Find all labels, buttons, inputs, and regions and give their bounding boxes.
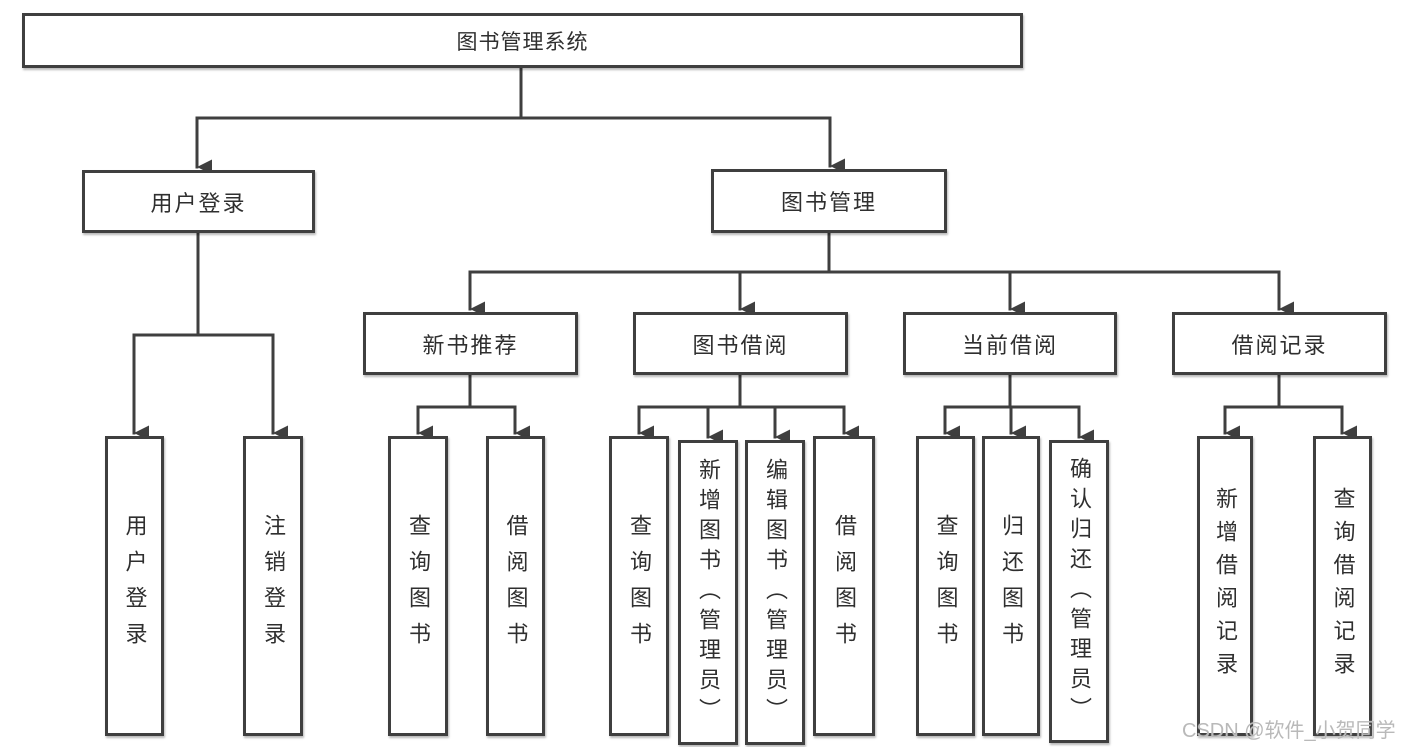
node-label: 查询图书: [627, 514, 652, 658]
node-label: 新增借阅记录: [1213, 487, 1238, 685]
node-label: 查询借阅记录: [1330, 487, 1356, 685]
node-query-books-current: 查询图书: [916, 436, 975, 736]
node-logout: 注销登录: [243, 436, 303, 736]
node-add-book-admin: 新增图书（管理员）: [678, 440, 738, 745]
node-borrow-books-leaf: 借阅图书: [813, 436, 875, 736]
node-edit-book-admin: 编辑图书（管理员）: [745, 440, 805, 745]
node-label: 图书管理系统: [456, 30, 589, 54]
node-label: 用户登录: [122, 514, 148, 658]
node-query-borrow-record: 查询借阅记录: [1313, 436, 1372, 736]
node-label: 当前借阅: [961, 332, 1058, 358]
node-label: 图书借阅: [692, 332, 789, 358]
node-label: 查询图书: [933, 514, 959, 658]
node-query-books-borrowing: 查询图书: [609, 436, 669, 736]
node-label: 借阅图书: [503, 514, 529, 658]
node-label: 借阅记录: [1231, 332, 1328, 358]
node-label: 查询图书: [406, 514, 431, 658]
node-label: 编辑图书（管理员）: [763, 457, 788, 728]
node-add-borrow-record: 新增借阅记录: [1197, 436, 1253, 736]
node-confirm-return-admin: 确认归还（管理员）: [1049, 440, 1109, 743]
node-label: 借阅图书: [832, 514, 857, 658]
node-label: 新书推荐: [422, 332, 519, 358]
node-label: 图书管理: [780, 190, 877, 215]
node-book-management: 图书管理: [711, 169, 947, 233]
node-user-login: 用户登录: [82, 170, 315, 233]
node-return-books: 归还图书: [982, 436, 1040, 736]
node-label: 注销登录: [261, 514, 286, 658]
node-label: 用户登录: [150, 190, 247, 216]
watermark: CSDN @软件_小贺同学: [1182, 720, 1396, 742]
node-book-borrowing: 图书借阅: [633, 312, 848, 375]
node-library-management-system: 图书管理系统: [22, 13, 1023, 68]
node-new-book-recommend: 新书推荐: [363, 312, 578, 375]
node-label: 新增图书（管理员）: [696, 457, 721, 728]
node-current-borrowing: 当前借阅: [903, 312, 1117, 375]
node-query-books-recommend: 查询图书: [388, 436, 448, 736]
node-user-login-leaf: 用户登录: [105, 436, 164, 736]
node-borrowing-records: 借阅记录: [1172, 312, 1387, 375]
node-label: 归还图书: [999, 514, 1024, 658]
node-borrow-books-recommend: 借阅图书: [486, 436, 545, 736]
node-label: 确认归还（管理员）: [1067, 456, 1092, 727]
